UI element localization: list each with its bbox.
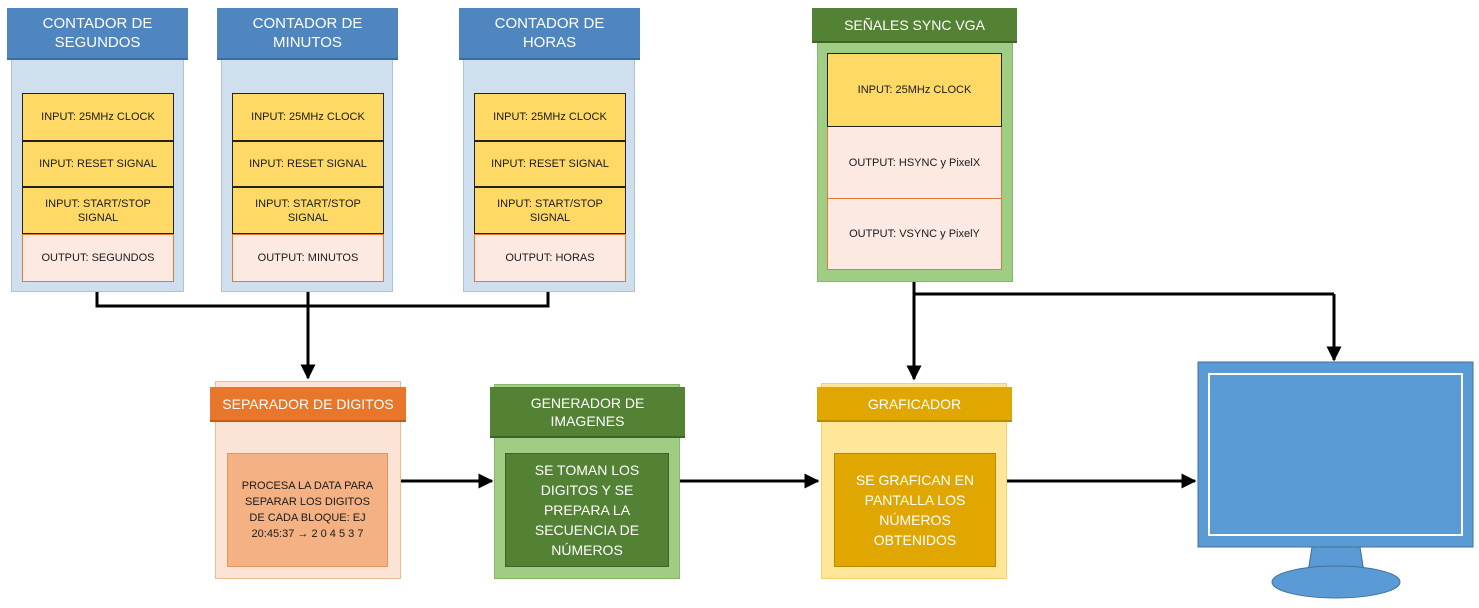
monitor-icon bbox=[1197, 361, 1474, 599]
counter-hours-title: CONTADOR DE HORAS bbox=[459, 8, 640, 60]
counter-minutes-title: CONTADOR DE MINUTOS bbox=[217, 8, 398, 60]
separador-title: SEPARADOR DE DIGITOS bbox=[210, 387, 406, 422]
vga-vsync-output: OUTPUT: VSYNC y PixelY bbox=[827, 199, 1002, 270]
counters-merge-wire bbox=[95, 292, 550, 308]
generador-title: GENERADOR DE IMAGENES bbox=[490, 387, 685, 438]
separador-description: PROCESA LA DATA PARA SEPARAR LOS DIGITOS… bbox=[227, 453, 388, 567]
counter-hours-reset-input: INPUT: RESET SIGNAL bbox=[474, 141, 626, 187]
vga-clock-input: INPUT: 25MHz CLOCK bbox=[827, 53, 1002, 127]
counter-seconds-output: OUTPUT: SEGUNDOS bbox=[22, 234, 174, 282]
counter-hours-startstop-input: INPUT: START/STOP SIGNAL bbox=[474, 187, 626, 234]
counter-seconds-reset-input: INPUT: RESET SIGNAL bbox=[22, 141, 174, 187]
counter-minutes-reset-input: INPUT: RESET SIGNAL bbox=[232, 141, 384, 187]
graficador-description: SE GRAFICAN EN PANTALLA LOS NÚMEROS OBTE… bbox=[834, 453, 996, 567]
counter-minutes-output: OUTPUT: MINUTOS bbox=[232, 234, 384, 282]
counter-seconds-clock-input: INPUT: 25MHz CLOCK bbox=[22, 93, 174, 141]
counter-seconds-startstop-input: INPUT: START/STOP SIGNAL bbox=[22, 187, 174, 234]
graficador-title: GRAFICADOR bbox=[817, 387, 1012, 422]
counter-minutes-clock-input: INPUT: 25MHz CLOCK bbox=[232, 93, 384, 141]
vga-hsync-output: OUTPUT: HSYNC y PixelX bbox=[827, 127, 1002, 199]
vga-sync-title: SEÑALES SYNC VGA bbox=[812, 8, 1017, 43]
generador-description: SE TOMAN LOS DIGITOS Y SE PREPARA LA SEC… bbox=[505, 453, 669, 567]
counter-hours-clock-input: INPUT: 25MHz CLOCK bbox=[474, 93, 626, 141]
counter-minutes-startstop-input: INPUT: START/STOP SIGNAL bbox=[232, 187, 384, 234]
counter-hours-output: OUTPUT: HORAS bbox=[474, 234, 626, 282]
counter-seconds-title: CONTADOR DE SEGUNDOS bbox=[7, 8, 188, 60]
